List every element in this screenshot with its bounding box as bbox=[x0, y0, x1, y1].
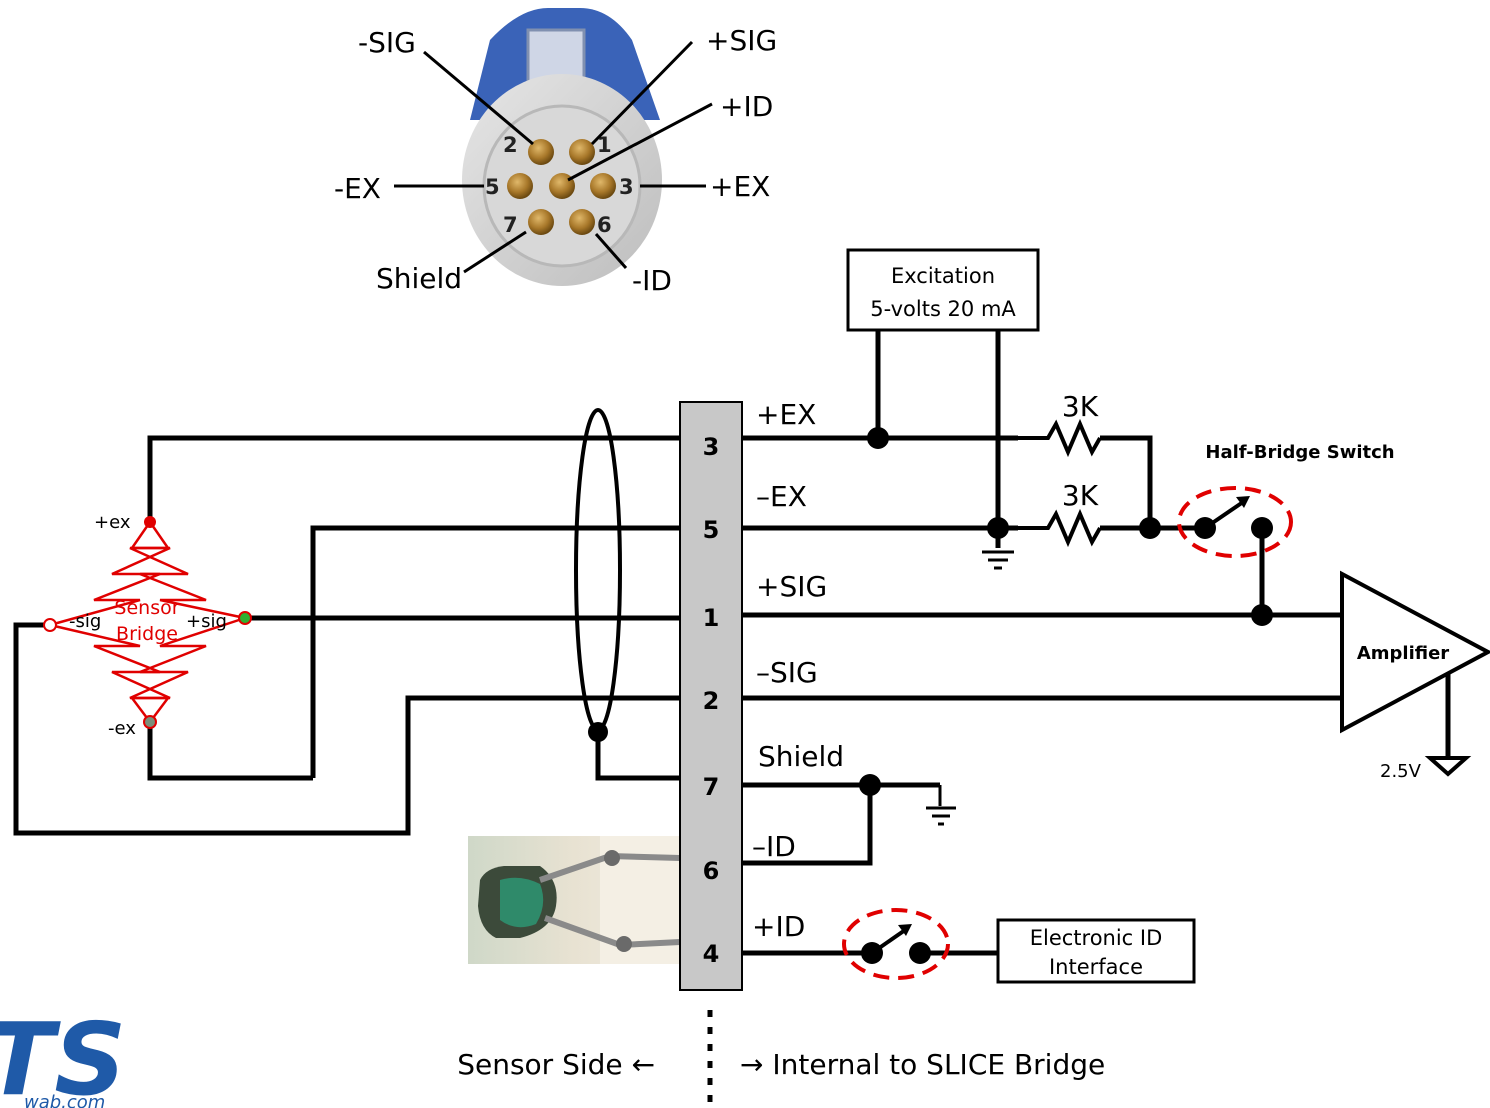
signal-label-plus-sig: +SIG bbox=[756, 570, 827, 603]
connector-pin-7 bbox=[528, 209, 554, 235]
ground-symbol-excitation bbox=[982, 550, 1014, 570]
signal-label-plus-ex: +EX bbox=[756, 398, 816, 431]
resistor-r1 bbox=[1018, 418, 1102, 458]
ref-ground-icon bbox=[1424, 756, 1472, 777]
bridge-name-line2: Bridge bbox=[116, 623, 178, 645]
ground-symbol-shield bbox=[926, 785, 956, 826]
connector-num-7: 7 bbox=[503, 213, 518, 237]
resistor-r2 bbox=[1018, 508, 1102, 548]
terminal-pin-5: 5 bbox=[703, 516, 720, 544]
signal-label-minus-id: –ID bbox=[752, 830, 796, 863]
amplifier-label: Amplifier bbox=[1357, 643, 1449, 664]
electronic-id-interface: Electronic ID Interface bbox=[996, 918, 1196, 984]
bridge-node-plus-ex bbox=[144, 516, 156, 528]
company-logo: TS bbox=[0, 1001, 126, 1108]
electronic-id-line1: Electronic ID bbox=[1030, 926, 1163, 950]
connector-label-shield: Shield bbox=[376, 262, 462, 295]
cable-shield-ellipse bbox=[574, 408, 622, 732]
connector-pin-3 bbox=[590, 173, 616, 199]
connector-label-minus-sig: -SIG bbox=[358, 26, 416, 59]
footer-internal: → Internal to SLICE Bridge bbox=[740, 1048, 1105, 1081]
footer-sensor-side: Sensor Side ← bbox=[457, 1048, 655, 1081]
company-logo-url: wab.com bbox=[24, 1092, 105, 1108]
terminal-pin-1: 1 bbox=[703, 604, 720, 632]
shield-junction bbox=[588, 722, 608, 742]
junction-dots bbox=[859, 427, 1273, 796]
wire-minus-sig-sensor bbox=[13, 622, 680, 836]
bridge-name-line1: Sensor bbox=[114, 597, 179, 619]
wire-shield-drain bbox=[595, 733, 680, 781]
connector-label-plus-ex: +EX bbox=[710, 170, 770, 203]
bridge-arm-bottom-right bbox=[129, 616, 246, 723]
terminal-pin-2: 2 bbox=[703, 687, 720, 715]
amplifier bbox=[1340, 570, 1490, 734]
resistor-r1-label: 3K bbox=[1062, 390, 1099, 423]
connector-num-6: 6 bbox=[597, 213, 612, 237]
terminal-pin-3: 3 bbox=[703, 433, 720, 461]
connector-pin-5 bbox=[507, 173, 533, 199]
connector-label-minus-ex: -EX bbox=[334, 172, 381, 205]
connector-label-plus-id: +ID bbox=[720, 90, 773, 123]
half-bridge-switch-label: Half-Bridge Switch bbox=[1205, 442, 1394, 463]
terminal-pin-6: 6 bbox=[703, 857, 720, 885]
id-switch bbox=[842, 908, 950, 980]
signal-label-minus-sig: –SIG bbox=[756, 656, 818, 689]
wire-minus-id bbox=[742, 785, 873, 866]
bridge-label-plus-sig: +sig bbox=[186, 611, 227, 632]
wire-r1-to-node bbox=[1100, 435, 1153, 528]
bridge-arm-top-right bbox=[129, 521, 246, 620]
excitation-line2: 5-volts 20 mA bbox=[870, 297, 1016, 321]
connector-num-5: 5 bbox=[485, 175, 500, 199]
connector-leader-lines bbox=[394, 40, 713, 274]
electronic-id-line2: Interface bbox=[1049, 955, 1143, 979]
signal-label-plus-id: +ID bbox=[752, 910, 805, 943]
bridge-label-minus-ex: -ex bbox=[108, 718, 136, 739]
excitation-line1: Excitation bbox=[891, 264, 995, 288]
connector-pin-1 bbox=[569, 139, 595, 165]
connector-pin-2 bbox=[528, 139, 554, 165]
bridge-node-minus-ex bbox=[143, 715, 157, 729]
bridge-node-plus-sig bbox=[238, 611, 252, 625]
signal-label-shield: Shield bbox=[758, 740, 844, 773]
resistor-r2-label: 3K bbox=[1062, 479, 1099, 512]
ref-voltage-label: 2.5V bbox=[1380, 761, 1422, 782]
bridge-label-minus-sig: -sig bbox=[69, 611, 101, 632]
wire-plus-ex-sensor bbox=[147, 435, 680, 522]
excitation-source: Excitation 5-volts 20 mA bbox=[846, 248, 1040, 332]
sensor-bridge bbox=[49, 521, 246, 723]
resistors bbox=[1018, 418, 1102, 548]
half-bridge-switch bbox=[1177, 486, 1293, 558]
bridge-node-minus-sig bbox=[43, 618, 57, 632]
connector-label-minus-id: -ID bbox=[632, 264, 672, 297]
connector-num-3: 3 bbox=[619, 175, 634, 199]
wire-minus-ex-bridge bbox=[147, 722, 313, 781]
connector-illustration: 2 1 5 3 7 6 -SIG +SIG +ID -EX +EX Shield… bbox=[334, 8, 777, 297]
terminal-pin-7: 7 bbox=[703, 773, 720, 801]
id-chip-photo bbox=[468, 836, 681, 964]
bridge-label-plus-ex: +ex bbox=[94, 512, 131, 533]
wire-minus-ex-sensor bbox=[310, 525, 680, 778]
connector-num-1: 1 bbox=[597, 133, 612, 157]
connector-num-2: 2 bbox=[503, 133, 518, 157]
terminal-pin-4: 4 bbox=[703, 940, 720, 968]
connector-label-plus-sig: +SIG bbox=[706, 24, 777, 57]
signal-label-minus-ex: –EX bbox=[756, 480, 807, 513]
terminal-block bbox=[679, 401, 743, 991]
connector-pin-6 bbox=[569, 209, 595, 235]
